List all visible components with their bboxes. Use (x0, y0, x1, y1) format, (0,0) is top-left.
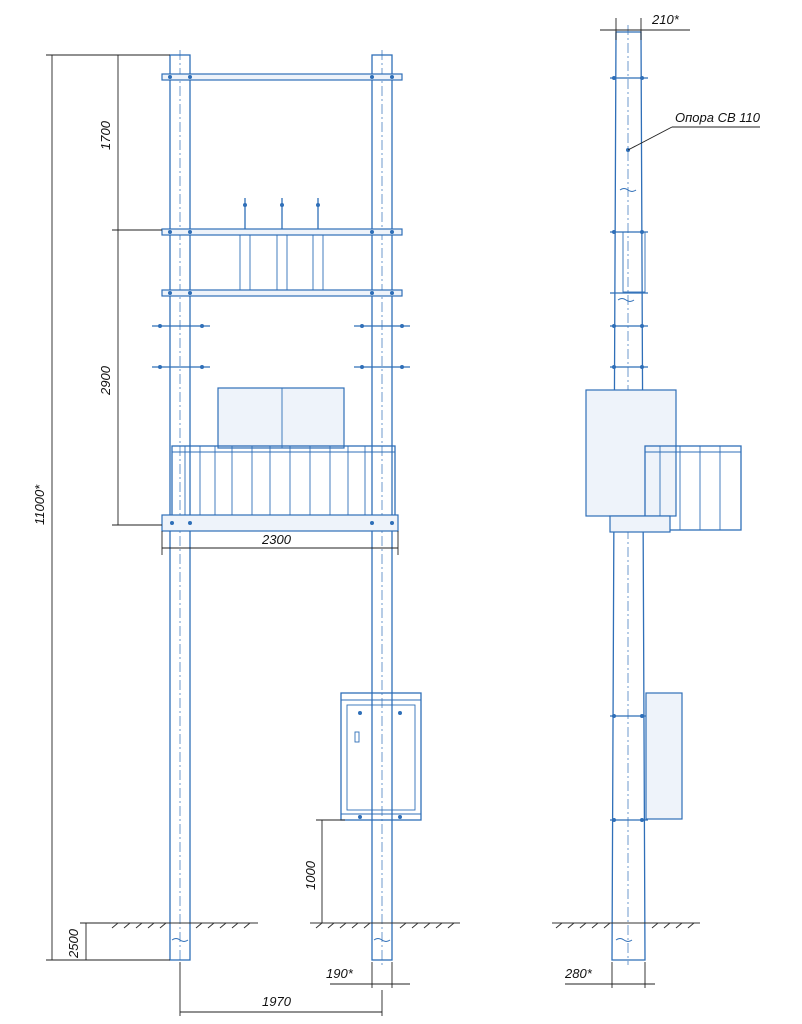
dimension-210: 210* (600, 12, 690, 40)
pole-type-label: Опора СВ 110 (675, 110, 761, 125)
dim-text-total: 11000* (32, 484, 47, 525)
pole-type-leader: Опора СВ 110 (626, 110, 761, 152)
dimension-280: 280* (564, 962, 655, 988)
side-transformer (585, 389, 677, 517)
surge-arrester (276, 198, 288, 291)
side-view: 210* 280* Опора СВ 110 (552, 12, 761, 988)
side-pole (611, 31, 646, 961)
top-crossarm (161, 73, 403, 81)
dimension-190: 190* (326, 962, 410, 988)
dimension-1000: 1000 (303, 819, 345, 923)
dim-text-190: 190* (326, 966, 354, 981)
dimension-1970: 1970 (179, 962, 383, 1016)
dimension-2500: 2500 (66, 922, 110, 960)
dimension-2300: 2300 (161, 531, 399, 555)
middle-crossarm (161, 198, 403, 291)
dim-text-280: 280* (564, 966, 593, 981)
surge-arrester (239, 198, 251, 291)
side-ground-line (552, 922, 700, 942)
ground-line (108, 922, 460, 942)
dimension-2900: 2900 (98, 230, 162, 526)
side-arrester (622, 231, 646, 293)
distribution-cabinet (340, 692, 422, 821)
dim-text-2900: 2900 (98, 365, 113, 396)
service-platform (161, 445, 399, 532)
pole-brackets (152, 324, 410, 369)
dim-text-1700: 1700 (98, 120, 113, 150)
transformer (217, 387, 345, 449)
dim-text-1970: 1970 (262, 994, 292, 1009)
dim-text-210: 210* (651, 12, 680, 27)
dimension-total-height: 11000* (32, 54, 170, 961)
dimension-1700: 1700 (98, 54, 170, 231)
lower-crossarm (161, 289, 403, 297)
front-view: 1700 2900 11000* 2500 1000 2300 (32, 50, 460, 1016)
side-cabinet (645, 692, 683, 820)
dim-text-2300: 2300 (261, 532, 292, 547)
dim-text-2500: 2500 (66, 928, 81, 959)
side-platform (609, 445, 742, 533)
dim-text-1000: 1000 (303, 860, 318, 890)
surge-arrester (312, 198, 324, 291)
